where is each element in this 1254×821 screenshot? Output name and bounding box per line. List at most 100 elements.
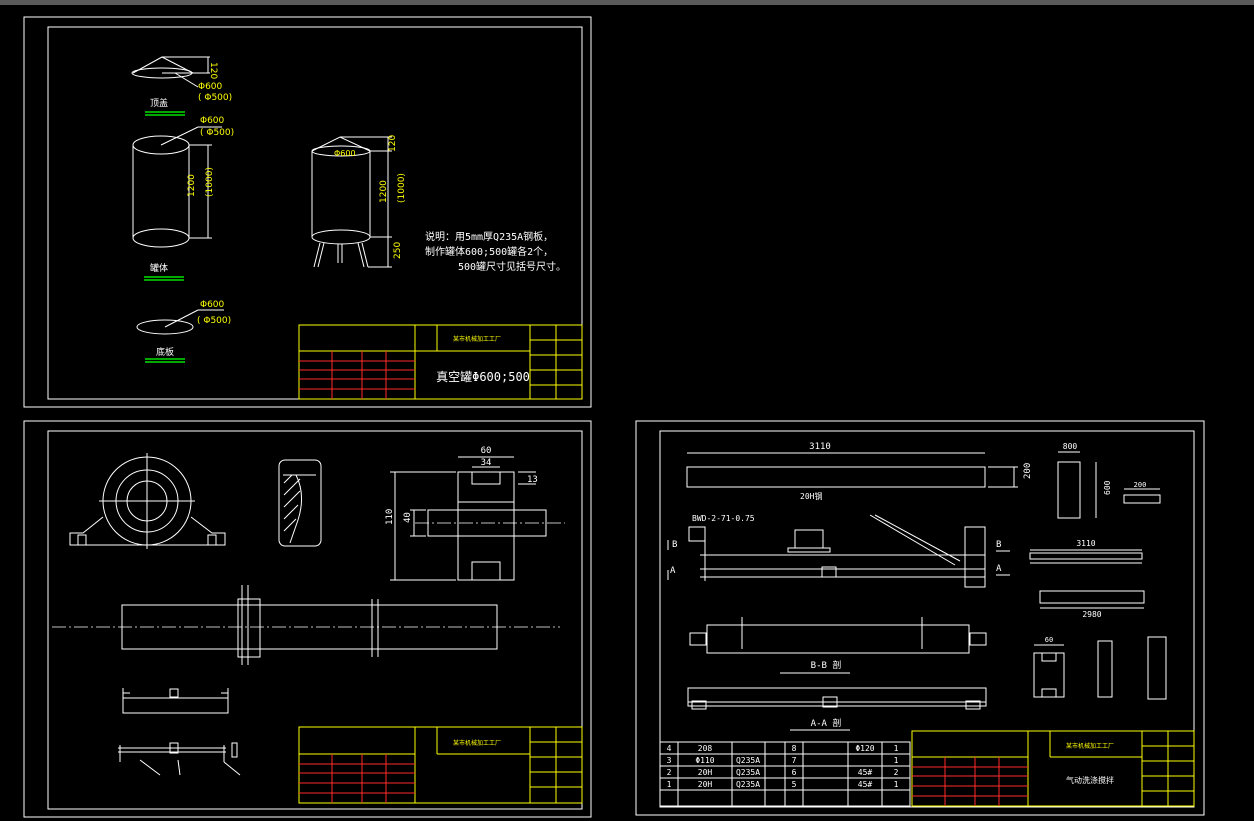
dim-coupling-110: 110	[385, 509, 395, 525]
tank-assembly-view: Φ600 120 1200 (1000) 250	[311, 135, 407, 268]
bom-cell-qty: 1	[894, 756, 899, 765]
dim-body-1000: (1000)	[205, 167, 215, 197]
dim-beam-200: 200	[1023, 463, 1033, 479]
bom-cell-no: 2	[667, 768, 672, 777]
sheet3-title-block: 某市机械加工工厂 气动洗涤搅拌	[911, 730, 1195, 807]
note-line-2: 制作罐体600;500罐各2个，	[425, 245, 553, 258]
dim-bar-200: 200	[1134, 481, 1147, 489]
sheet3-company: 某市机械加工工厂	[1066, 742, 1114, 750]
bom-cell-spec: Φ120	[855, 744, 874, 753]
mark-a-left: A	[670, 566, 676, 576]
bom-cell-spec: 45#	[858, 780, 873, 789]
bom-cell-no: 1	[667, 780, 672, 789]
tray-view	[122, 688, 229, 714]
dim-coupling-60: 60	[481, 446, 492, 456]
dim-small-60: 60	[1045, 636, 1053, 644]
flat-bar-part-view: 200	[1123, 481, 1161, 504]
dim-long-bar-2980: 2980	[1082, 610, 1101, 619]
sheet2-title-block: 某市机械加工工厂	[298, 726, 583, 804]
dim-body-phi500: ( Φ500)	[200, 128, 234, 138]
dim-assembly-250: 250	[393, 242, 403, 259]
tank-body-view: Φ600 ( Φ500) 1200 (1000) 罐体	[132, 116, 234, 281]
rod-part-view: 3110	[1029, 539, 1143, 564]
bom-cell-no2: 8	[792, 744, 797, 753]
dim-plate-600: 600	[1103, 480, 1112, 495]
dim-assembly-1000: (1000)	[397, 173, 407, 203]
note-line-1: 说明：用5mm厚Q235A钢板，	[425, 230, 553, 243]
sheet2-company: 某市机械加工工厂	[453, 739, 501, 747]
dim-base-phi600: Φ600	[200, 300, 225, 310]
bom-cell-no: 4	[667, 744, 672, 753]
bom-cell-name: Φ110	[695, 756, 714, 765]
beam-top-view: 3110 200 20H钢	[686, 442, 1033, 501]
sheet1-title-block: 某市机械加工工厂 真空罐Φ600;500	[298, 324, 583, 400]
mini-assembly-view	[118, 742, 241, 776]
bom-cell-no2: 6	[792, 768, 797, 777]
dim-plate-800: 800	[1063, 442, 1078, 451]
label-beam-20h: 20H钢	[800, 491, 822, 501]
bushing-section-view	[278, 459, 322, 547]
bom-cell-no2: 7	[792, 756, 797, 765]
sheet3-outer-frame	[635, 420, 1205, 816]
sheet2-inner-frame	[47, 430, 583, 810]
bom-cell-qty: 1	[894, 744, 899, 753]
dim-cap-phi500: ( Φ500)	[198, 93, 232, 103]
mark-b-right: B	[996, 540, 1001, 550]
dim-assembly-1200: 1200	[379, 180, 389, 203]
cad-model-space[interactable]: 120 Φ600 ( Φ500) 顶盖 Φ600 ( Φ500) 1200 (1…	[0, 5, 1254, 821]
dim-beam-3110: 3110	[809, 442, 831, 452]
sheet-2-bearing-shaft[interactable]: 60 34 13 110 40	[23, 420, 592, 818]
dim-coupling-13: 13	[527, 475, 538, 485]
dim-body-phi600: Φ600	[200, 116, 225, 126]
stirrer-main-assembly: BWD-2-71-0.75 B A B A	[667, 514, 1010, 588]
sheet1-inner-frame	[47, 26, 583, 400]
sheet1-outer-frame	[23, 16, 592, 408]
note-line-3: 500罐尺寸见括号尺寸。	[458, 260, 566, 273]
section-aa-label: A-A 剖	[811, 717, 842, 729]
bom-cell-spec: 45#	[858, 768, 873, 777]
tank-base-view: Φ600 ( Φ500) 底板	[136, 300, 231, 363]
section-bb-view: B-B 剖	[689, 617, 987, 674]
bom-cell-no: 3	[667, 756, 672, 765]
mark-b-left: B	[672, 540, 677, 550]
bom-cell-name: 208	[698, 744, 713, 753]
bom-cell-mat: Q235A	[736, 756, 760, 765]
sheet3-inner-frame	[659, 430, 1195, 808]
sheet1-drawing-title: 真空罐Φ600;500	[436, 370, 530, 384]
bom-cell-mat: Q235A	[736, 780, 760, 789]
mark-a-right: A	[996, 564, 1002, 574]
sheet-1-vacuum-tank[interactable]: 120 Φ600 ( Φ500) 顶盖 Φ600 ( Φ500) 1200 (1…	[23, 16, 592, 408]
bom-cell-name: 20H	[698, 768, 713, 777]
dim-coupling-34: 34	[481, 458, 492, 468]
sheet2-outer-frame	[23, 420, 592, 818]
sheet1-notes: 说明：用5mm厚Q235A钢板， 制作罐体600;500罐各2个， 500罐尺寸…	[425, 230, 566, 273]
label-body: 罐体	[150, 262, 168, 274]
section-aa-view: A-A 剖	[687, 687, 987, 731]
dim-assembly-120: 120	[388, 135, 398, 152]
dim-body-1200: 1200	[187, 174, 197, 197]
sheet3-drawing-title: 气动洗涤搅拌	[1066, 775, 1114, 785]
bom-cell-qty: 2	[894, 768, 899, 777]
coupling-view: 60 34 13 110 40	[385, 446, 565, 581]
sheet-3-pneumatic-stirrer[interactable]: 3110 200 20H钢 BWD-2-71-0.75 B A B A	[635, 420, 1205, 816]
dim-rod-3110: 3110	[1076, 539, 1095, 548]
label-base: 底板	[156, 346, 174, 358]
long-bar-part-view: 2980	[1039, 590, 1145, 619]
shaft-view	[52, 585, 560, 665]
dim-cap-height: 120	[208, 62, 218, 79]
tank-cap-view: 120 Φ600 ( Φ500) 顶盖	[131, 56, 232, 116]
bom-cell-qty: 1	[894, 780, 899, 789]
bom-cell-name: 20H	[698, 780, 713, 789]
dim-base-phi500: ( Φ500)	[197, 316, 231, 326]
bom-cell-mat: Q235A	[736, 768, 760, 777]
plate-part-view: 800 600	[1057, 442, 1112, 519]
pillow-block-view	[69, 453, 226, 549]
label-cap: 顶盖	[150, 97, 168, 109]
section-bb-label: B-B 剖	[811, 659, 842, 671]
dim-assembly-phi600: Φ600	[334, 149, 356, 158]
dim-coupling-40: 40	[403, 512, 413, 523]
window-top-bar	[0, 0, 1254, 5]
small-coupling-view: 60	[1033, 636, 1167, 700]
